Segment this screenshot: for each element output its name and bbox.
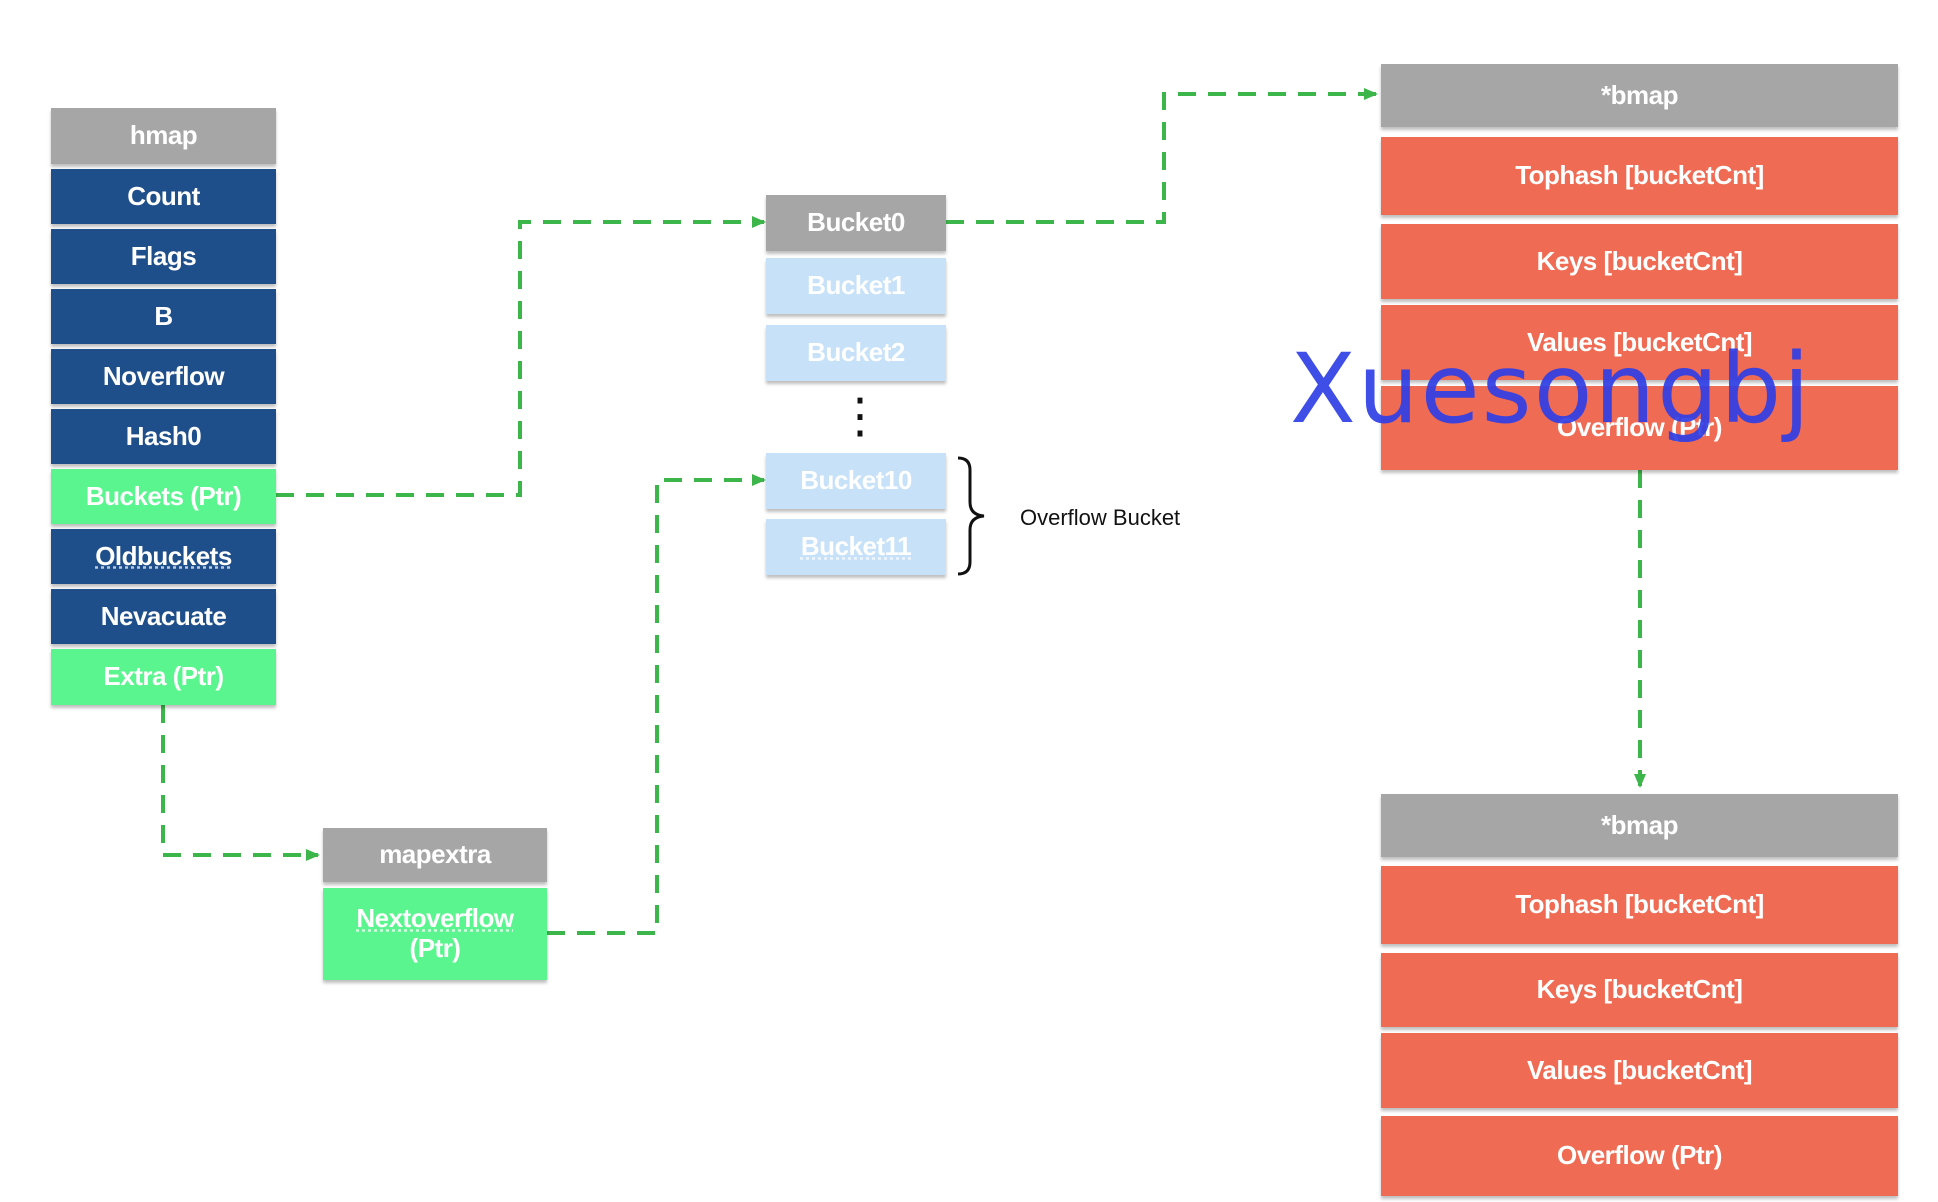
bmap-top-values: Values [bucketCnt] [1381, 305, 1898, 380]
hmap-field-count: Count [51, 169, 276, 224]
hmap-field-extra-ptr: Extra (Ptr) [51, 649, 276, 705]
hmap-field-noverflow: Noverflow [51, 349, 276, 404]
hmap-field-nevacuate: Nevacuate [51, 589, 276, 644]
bucket0: Bucket0 [766, 195, 946, 251]
overflow-brace [957, 456, 985, 576]
nextoverflow-label: Nextoverflow [356, 903, 514, 934]
mapextra-header: mapextra [323, 828, 547, 882]
bucket2: Bucket2 [766, 325, 946, 381]
bmap-bottom-overflow-ptr: Overflow (Ptr) [1381, 1116, 1898, 1196]
hmap-field-buckets-ptr: Buckets (Ptr) [51, 469, 276, 524]
mapextra-field-nextoverflow: Nextoverflow (Ptr) [323, 888, 547, 980]
bmap-top-tophash: Tophash [bucketCnt] [1381, 137, 1898, 215]
extra-to-mapextra-arrow [161, 705, 320, 861]
bmap-bottom-tophash: Tophash [bucketCnt] [1381, 866, 1898, 944]
bmap-top-header: *bmap [1381, 64, 1898, 127]
hmap-field-oldbuckets: Oldbuckets [51, 529, 276, 584]
bmap-bottom-values: Values [bucketCnt] [1381, 1033, 1898, 1108]
bucket-ellipsis: ⋮ [836, 388, 884, 444]
bucket11: Bucket11 [766, 519, 946, 575]
hmap-field-flags: Flags [51, 229, 276, 284]
bucket0-to-bmap-arrow [946, 88, 1378, 224]
bmap-bottom-header: *bmap [1381, 794, 1898, 857]
hmap-header: hmap [51, 108, 276, 164]
bucket10: Bucket10 [766, 453, 946, 509]
bmap-bottom-keys: Keys [bucketCnt] [1381, 953, 1898, 1027]
hmap-field-b: B [51, 289, 276, 344]
bmap-top-keys: Keys [bucketCnt] [1381, 224, 1898, 299]
nextoverflow-to-bucket10-arrow [547, 474, 766, 935]
watermark-text: Xuesongbj [1290, 333, 1812, 445]
bucket1: Bucket1 [766, 258, 946, 314]
nextoverflow-ptr-label: (Ptr) [409, 933, 461, 963]
buckets-to-bucket0-arrow [276, 216, 766, 497]
overflow-bucket-label: Overflow Bucket [1020, 505, 1181, 530]
bmap-top-overflow-ptr: Overflow (Ptr) [1381, 386, 1898, 470]
hmap-field-hash0: Hash0 [51, 409, 276, 464]
